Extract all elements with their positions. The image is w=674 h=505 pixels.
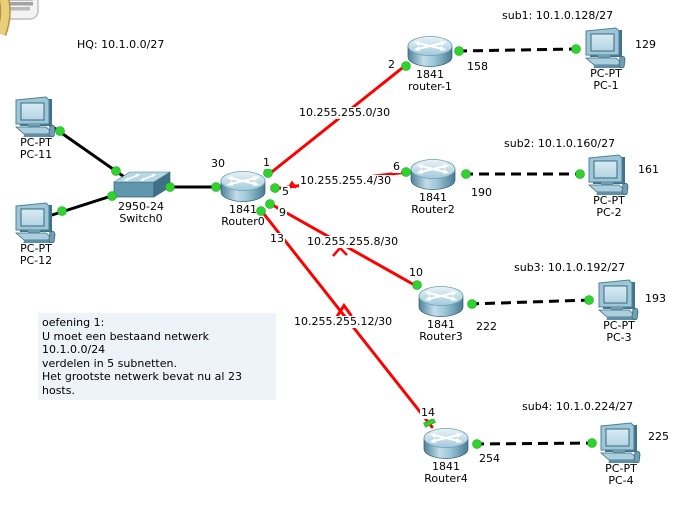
device-model: 1841: [427, 318, 455, 331]
device-name: PC-1: [593, 79, 619, 92]
device-model: 2950-24: [118, 200, 164, 213]
network-label-sub2[interactable]: sub2: 10.1.0.160/27: [503, 137, 617, 150]
port-label-router1-lan: 158: [466, 60, 489, 73]
device-name: PC-4: [608, 474, 634, 487]
ip-label-pc3: 193: [644, 292, 667, 305]
network-label-hq[interactable]: HQ: 10.1.0.0/27: [76, 38, 166, 51]
port-label-router0-s13: 13: [269, 232, 285, 245]
link-router3-pc3[interactable]: [468, 298, 592, 306]
device-name: Router4: [424, 472, 468, 485]
link-serial-router0-router1[interactable]: [266, 63, 408, 177]
port-label-router4-s14: 14: [420, 406, 436, 419]
port-label-router0-s9: 9: [278, 206, 287, 219]
ip-label-pc4: 225: [647, 430, 670, 443]
device-name: Router2: [411, 203, 455, 216]
ip-label-pc2: 161: [637, 163, 660, 176]
port-label-router2-s6: 6: [392, 160, 401, 173]
device-model: 1841: [229, 203, 257, 216]
link-router4-pc4[interactable]: [473, 441, 595, 446]
device-model: PC-PT: [605, 462, 637, 475]
device-name: PC-2: [596, 206, 622, 219]
port-label-router2-lan: 190: [470, 186, 493, 199]
link-status-dots: [55, 44, 597, 449]
port-label-router3-lan: 222: [475, 320, 498, 333]
network-label-wan3[interactable]: 10.255.255.8/30: [306, 235, 400, 248]
device-router1[interactable]: 1841 router-1: [395, 34, 465, 93]
port-label-router0-lan: 30: [210, 157, 226, 170]
device-name: Switch0: [119, 212, 163, 225]
device-model: 1841: [416, 68, 444, 81]
device-pc1[interactable]: PC-PT PC-1: [571, 27, 641, 92]
device-pc2[interactable]: PC-PT PC-2: [574, 154, 644, 219]
network-label-wan4[interactable]: 10.255.255.12/30: [293, 315, 394, 328]
device-name: PC-3: [606, 331, 632, 344]
port-label-router3-s10: 10: [408, 266, 424, 279]
note-line: verdelen in 5 subnetten.: [42, 356, 177, 370]
note-line: Het grootste netwerk bevat nu al 23 host…: [42, 370, 242, 397]
network-label-sub4[interactable]: sub4: 10.1.0.224/27: [521, 400, 635, 413]
serial-lightning-icon: [332, 246, 348, 257]
device-name: Router3: [419, 330, 463, 343]
network-label-wan2[interactable]: 10.255.255.4/30: [299, 174, 393, 187]
device-pc11[interactable]: PC-PT PC-11: [1, 96, 71, 161]
device-model: PC-PT: [20, 136, 52, 149]
device-model: PC-PT: [603, 319, 635, 332]
device-router3[interactable]: 1841 Router3: [406, 284, 476, 343]
device-name: router-1: [408, 80, 452, 93]
port-label-router4-lan: 254: [478, 452, 501, 465]
ip-label-pc1: 129: [634, 38, 657, 51]
device-name: PC-11: [19, 148, 53, 161]
device-router4[interactable]: 1841 Router4: [411, 426, 481, 485]
port-label-router1-s2: 2: [387, 58, 396, 71]
serial-lightning-icon: [334, 302, 353, 319]
port-label-router0-s1: 1: [262, 156, 271, 169]
device-model: 1841: [432, 460, 460, 473]
corner-clipped-device-icon: [0, 0, 39, 36]
note-line: 10.1.0.0/24: [42, 343, 106, 356]
note-line: U moet een bestaand netwerk: [42, 329, 210, 343]
device-name: PC-12: [19, 254, 53, 267]
device-name: Router0: [221, 215, 265, 228]
device-switch0[interactable]: 2950-24 Switch0: [106, 168, 176, 225]
device-model: PC-PT: [20, 242, 52, 255]
device-pc3[interactable]: PC-PT PC-3: [584, 279, 654, 344]
exercise-note[interactable]: oefening 1: U moet een bestaand netwerk …: [38, 313, 276, 400]
device-pc4[interactable]: PC-PT PC-4: [586, 422, 656, 487]
network-label-sub1[interactable]: sub1: 10.1.0.128/27: [501, 9, 615, 22]
link-router1-pc1[interactable]: [456, 47, 579, 53]
port-label-router0-s5: 5: [281, 185, 290, 198]
device-model: 1841: [419, 191, 447, 204]
device-model: PC-PT: [590, 67, 622, 80]
note-line: oefening 1:: [42, 316, 105, 329]
device-router0[interactable]: 1841 Router0: [208, 169, 278, 228]
device-model: PC-PT: [593, 194, 625, 207]
device-router2[interactable]: 1841 Router2: [398, 157, 468, 216]
network-label-sub3[interactable]: sub3: 10.1.0.192/27: [513, 261, 627, 274]
network-label-wan1[interactable]: 10.255.255.0/30: [298, 106, 392, 119]
device-pc12[interactable]: PC-PT PC-12: [1, 202, 71, 267]
